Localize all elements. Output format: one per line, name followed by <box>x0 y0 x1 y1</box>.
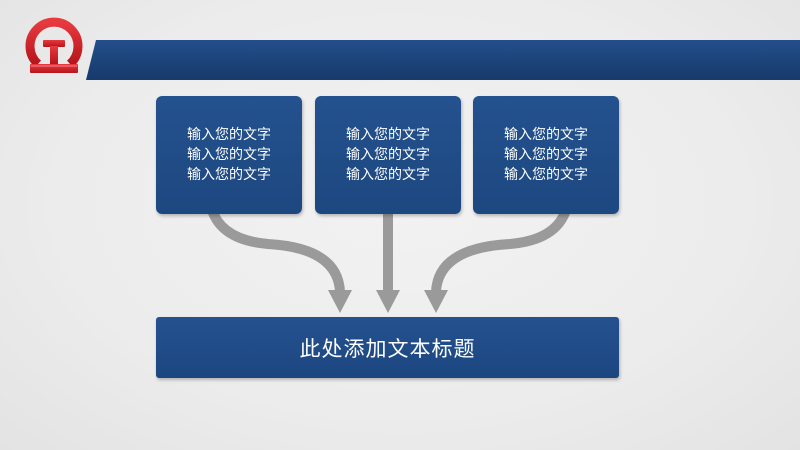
arrow-middle-head <box>376 290 400 313</box>
arrow-right-connector <box>431 208 571 293</box>
text-box-2-line-1: 输入您的文字 <box>346 127 430 143</box>
text-box-3[interactable]: 输入您的文字 输入您的文字 输入您的文字 <box>473 96 619 214</box>
title-box[interactable]: 此处添加文本标题 <box>156 317 619 378</box>
text-box-1-line-3: 输入您的文字 <box>187 167 271 183</box>
text-box-2[interactable]: 输入您的文字 输入您的文字 输入您的文字 <box>315 96 461 214</box>
text-box-1-line-1: 输入您的文字 <box>187 127 271 143</box>
text-box-1[interactable]: 输入您的文字 输入您的文字 输入您的文字 <box>156 96 302 214</box>
text-box-3-line-2: 输入您的文字 <box>504 147 588 163</box>
title-box-label: 此处添加文本标题 <box>299 336 476 361</box>
header-bar <box>86 40 800 80</box>
arrow-left-connector <box>207 208 345 293</box>
text-box-1-line-2: 输入您的文字 <box>187 147 271 163</box>
arrow-right-head <box>424 290 448 313</box>
text-box-2-line-3: 输入您的文字 <box>346 167 430 183</box>
railway-logo-icon <box>25 17 83 73</box>
text-box-3-line-1: 输入您的文字 <box>504 127 588 143</box>
text-box-3-line-3: 输入您的文字 <box>504 167 588 183</box>
text-box-2-line-2: 输入您的文字 <box>346 147 430 163</box>
arrow-left-head <box>328 290 352 313</box>
